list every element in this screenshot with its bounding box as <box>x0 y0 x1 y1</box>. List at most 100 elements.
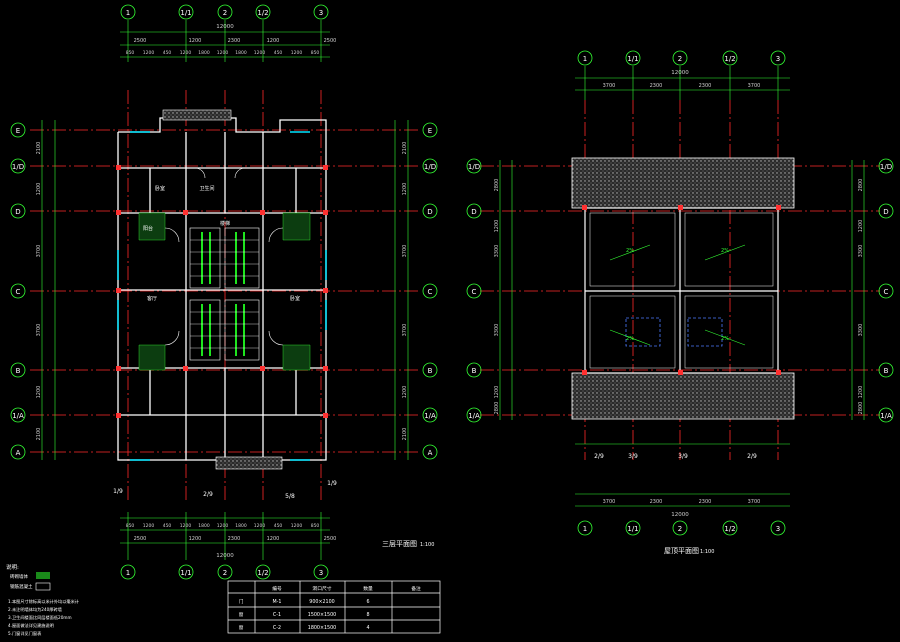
dim-row2-top: 1200 <box>143 50 155 56</box>
slope-label: 2% <box>721 248 729 254</box>
section-mark: 1/9 <box>327 480 337 487</box>
side-dim-right: 1200 <box>402 183 408 196</box>
grid-bubble-left-circle <box>10 362 26 378</box>
dim-row2-bottom: 1200 <box>254 523 266 529</box>
grid-bubble-top: 1/1 <box>180 9 191 17</box>
bottom-eave-hatch <box>571 372 795 420</box>
grid-bubble-top: 2 <box>223 9 227 17</box>
room-label: 楼梯 <box>220 220 230 227</box>
table-cell: 门 <box>239 598 244 605</box>
plan-scale-left: 1:100 <box>420 542 434 548</box>
side-dim-right-r: 1200 <box>858 220 864 233</box>
section-mark: 5/8 <box>285 493 295 500</box>
grid-bubble-right: C <box>428 288 433 296</box>
grid-bubble-bottom: 2 <box>223 569 227 577</box>
side-dim-left: 2100 <box>36 428 42 441</box>
columns <box>116 165 328 418</box>
grid-bubble-bottom: 1 <box>126 569 130 577</box>
grid-bubble-right-circle <box>422 407 438 423</box>
side-dim-right: 2100 <box>402 428 408 441</box>
grid-bubble-right: 1/D <box>424 163 436 171</box>
table-header: 洞口尺寸 <box>312 585 331 592</box>
section-mark-right: 3/9 <box>628 453 638 460</box>
dim-row2-bottom: 850 <box>311 523 320 529</box>
skylights <box>625 317 723 347</box>
grid-bubble-left-circle <box>10 283 26 299</box>
grid-bubble-right-circle <box>422 203 438 219</box>
dim-row2-top: 450 <box>163 50 172 56</box>
grid-bubble-bottom-right: 3 <box>776 525 780 533</box>
grid-bubble-right-circle <box>422 362 438 378</box>
grid-bubble-left: C <box>16 288 21 296</box>
table-cell: 1800×1500 <box>308 625 336 631</box>
grid-bubble-right: E <box>428 127 432 135</box>
grid-bubble-right-r-circle <box>878 158 894 174</box>
bottom-balcony-hatch <box>215 456 283 470</box>
side-dim-right-r: 2800 <box>858 402 864 415</box>
note-line: 2.未注明墙体均为240厚砖墙 <box>8 606 62 613</box>
side-dim-right-r: 1200 <box>858 386 864 399</box>
dim-row2-top: 1200 <box>291 50 303 56</box>
table-cell: 900×2100 <box>309 599 334 605</box>
side-dim-right-r: 3300 <box>858 245 864 258</box>
dim-row2-bottom: 850 <box>126 523 135 529</box>
grid-bubble-top: 3 <box>319 9 323 17</box>
section-mark-right: 3/9 <box>678 453 688 460</box>
grid-bubble-right-r-circle <box>878 407 894 423</box>
grid-bubble-left-r-circle <box>466 362 482 378</box>
grid-bubble-bottom-right-circle <box>770 520 786 536</box>
legend-swatch-concrete <box>36 572 50 579</box>
legend-swatch-brick <box>35 582 51 591</box>
dim-row2-bottom: 450 <box>163 523 172 529</box>
grid-bubble-left: B <box>16 367 21 375</box>
grid-bubble-top-right: 1 <box>583 55 587 63</box>
dim-row2-bottom: 1200 <box>180 523 192 529</box>
dim-row2-bottom: 1200 <box>291 523 303 529</box>
grid-bubble-bottom-circle <box>255 564 271 580</box>
balcony-green <box>138 212 311 371</box>
side-dim-left: 3700 <box>36 245 42 258</box>
section-mark-right: 2/9 <box>594 453 604 460</box>
side-dim-right: 3700 <box>402 324 408 337</box>
grid-bubble-left-r-circle <box>466 407 482 423</box>
grid-bubble-left-circle <box>10 407 26 423</box>
grid-bubble-top-right: 1/1 <box>627 55 638 63</box>
grid-bubble-top-circle <box>217 4 233 20</box>
dim-row2-bottom: 1800 <box>235 523 247 529</box>
table-cell: M-1 <box>273 599 282 605</box>
table-cell: 1500×1500 <box>308 612 336 618</box>
grid-bubble-right: A <box>428 449 433 457</box>
grid-bubble-left-r: C <box>472 288 477 296</box>
side-dim-right-r: 3300 <box>858 324 864 337</box>
grid-bubble-bottom: 1/1 <box>180 569 191 577</box>
grid-bubble-bottom-right: 1/2 <box>724 525 735 533</box>
grid-bubble-bottom-right-circle <box>722 520 738 536</box>
grid-bubble-left: 1/A <box>12 412 24 420</box>
grid-bubble-right-r: D <box>883 208 888 216</box>
grid-bubble-bottom-right: 1 <box>583 525 587 533</box>
grid-bubble-left: A <box>16 449 21 457</box>
grid-bubble-right-circle <box>422 158 438 174</box>
dim-row1-top: 2500 <box>134 38 147 44</box>
dim-row1-top: 1200 <box>189 38 202 44</box>
dim-row2-top: 1200 <box>254 50 266 56</box>
roof-plan <box>480 66 880 507</box>
room-label: 卧室 <box>290 295 300 302</box>
side-dim-left: 1200 <box>36 386 42 399</box>
windows <box>117 131 327 461</box>
room-label: 卫生间 <box>199 185 214 192</box>
columns-right <box>582 205 781 375</box>
grid-bubble-right: 1/A <box>424 412 436 420</box>
side-dim-left: 3700 <box>36 324 42 337</box>
grid-bubble-right-circle <box>422 283 438 299</box>
table-cell: 8 <box>366 612 369 618</box>
side-dim-left-r: 2800 <box>494 402 500 415</box>
dim-right-top: 2300 <box>699 83 712 89</box>
grid-bubble-top: 1/2 <box>257 9 268 17</box>
grid-bubble-bottom-circle <box>178 564 194 580</box>
dim-right-bottom: 3700 <box>603 499 616 505</box>
grid-bubble-bottom-right: 1/1 <box>627 525 638 533</box>
grid-bubble-right-r-circle <box>878 283 894 299</box>
grid-bubble-left-r-circle <box>466 283 482 299</box>
top-balcony-hatch <box>162 109 232 121</box>
